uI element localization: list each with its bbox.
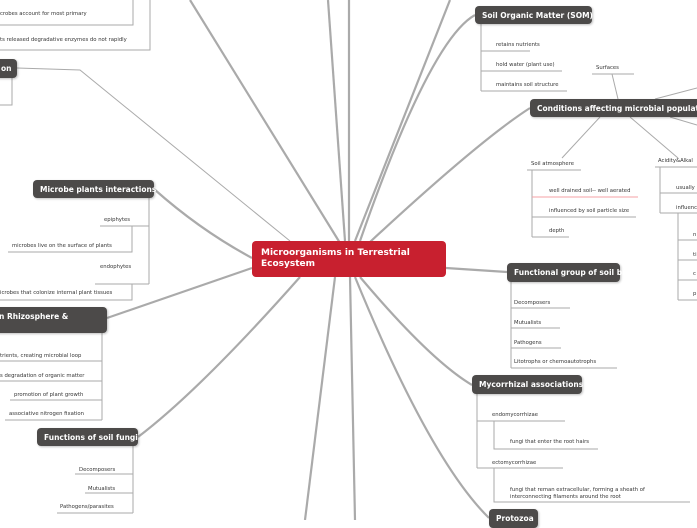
list-item[interactable]: fungi that reman extracellular, forming …	[510, 487, 645, 493]
list-item[interactable]: maintains soil structure	[496, 82, 559, 88]
list-item[interactable]: hold water (plant use)	[496, 62, 555, 68]
topic-som[interactable]: Soil Organic Matter (SOM)	[475, 6, 593, 24]
list-item[interactable]: Litotrophs or chemoautotrophs	[514, 359, 597, 365]
list-item[interactable]: icrobes that colonize internal plant tis…	[0, 290, 113, 296]
list-item[interactable]: influenc	[676, 205, 697, 211]
topic-microbe-plants[interactable]: Microbe plants interactions	[33, 180, 157, 198]
node-label: on	[1, 64, 12, 73]
list-item[interactable]: epiphytes	[104, 217, 131, 223]
list-item[interactable]: influenced by soil particle size	[549, 208, 630, 214]
list-item[interactable]: p	[693, 291, 697, 297]
list-item[interactable]: Pathogens	[514, 340, 542, 346]
node-label: Functional group of soil bacteria	[514, 268, 652, 277]
list-item[interactable]: microbes live on the surface of plants	[12, 243, 112, 249]
node-label: n Rhizosphere &	[0, 312, 69, 321]
list-item[interactable]: s degradation of organic matter	[0, 373, 85, 379]
list-item[interactable]: crobes account for most primary	[0, 11, 87, 17]
list-item[interactable]: depth	[549, 228, 565, 234]
node-label: Functions of soil fungi	[44, 432, 138, 442]
list-item[interactable]: trients, creating microbial loop	[0, 353, 82, 359]
list-item[interactable]: Mutualists	[88, 486, 116, 492]
node-label: Mycorrhizal associations	[479, 380, 584, 389]
list-item[interactable]: Mutualists	[514, 320, 542, 326]
list-item[interactable]: n	[693, 232, 697, 238]
list-item[interactable]: ectomycorrhizae	[492, 460, 537, 466]
topic-protozoa[interactable]: Protozoa	[489, 509, 538, 528]
list-item[interactable]: Soil atmosphere	[531, 161, 575, 167]
list-item[interactable]: associative nitrogen fixation	[9, 411, 84, 417]
list-item[interactable]: endomycorrhizae	[492, 412, 538, 418]
topic-mycorrhizal[interactable]: Mycorrhizal associations	[472, 375, 584, 394]
list-item[interactable]: Decomposers	[79, 467, 116, 473]
list-item[interactable]: endophytes	[100, 264, 132, 270]
list-item[interactable]: ts released degradative enzymes do not r…	[0, 37, 127, 43]
topic-functional-group[interactable]: Functional group of soil bacteria	[507, 263, 652, 282]
list-item[interactable]: Acidity&Alkal	[658, 158, 693, 164]
list-item[interactable]: well drained soil-- well aerated	[549, 188, 631, 194]
central-title: Microorganisms in Terrestrial Ecosystem	[261, 248, 410, 269]
list-item[interactable]: promotion of plant growth	[14, 392, 84, 398]
topic-conditions[interactable]: Conditions affecting microbial populatio…	[530, 99, 697, 117]
node-label: Conditions affecting microbial populatio…	[537, 103, 697, 113]
list-item[interactable]: fungi that enter the root hairs	[510, 439, 590, 445]
topic-rhizosphere[interactable]: n Rhizosphere &	[0, 307, 107, 333]
node-label: Protozoa	[496, 514, 534, 523]
list-item[interactable]: ti	[693, 252, 697, 258]
list-item[interactable]: interconnecting filaments around the roo…	[510, 494, 621, 500]
topic-node-partial[interactable]: on	[0, 59, 17, 78]
list-item[interactable]: Pathogens/parasites	[60, 504, 114, 510]
list-item[interactable]: usually	[676, 185, 695, 191]
list-item[interactable]: retains nutrients	[496, 42, 540, 48]
list-item-surfaces[interactable]: Surfaces	[596, 65, 619, 71]
topic-soil-fungi[interactable]: Functions of soil fungi	[37, 428, 138, 446]
central-topic[interactable]: Microorganisms in Terrestrial Ecosystem	[252, 241, 446, 277]
list-item[interactable]: c	[693, 271, 696, 277]
node-label: Soil Organic Matter (SOM)	[482, 10, 593, 20]
node-label: Microbe plants interactions	[40, 184, 157, 194]
list-item[interactable]: Decomposers	[514, 300, 551, 306]
